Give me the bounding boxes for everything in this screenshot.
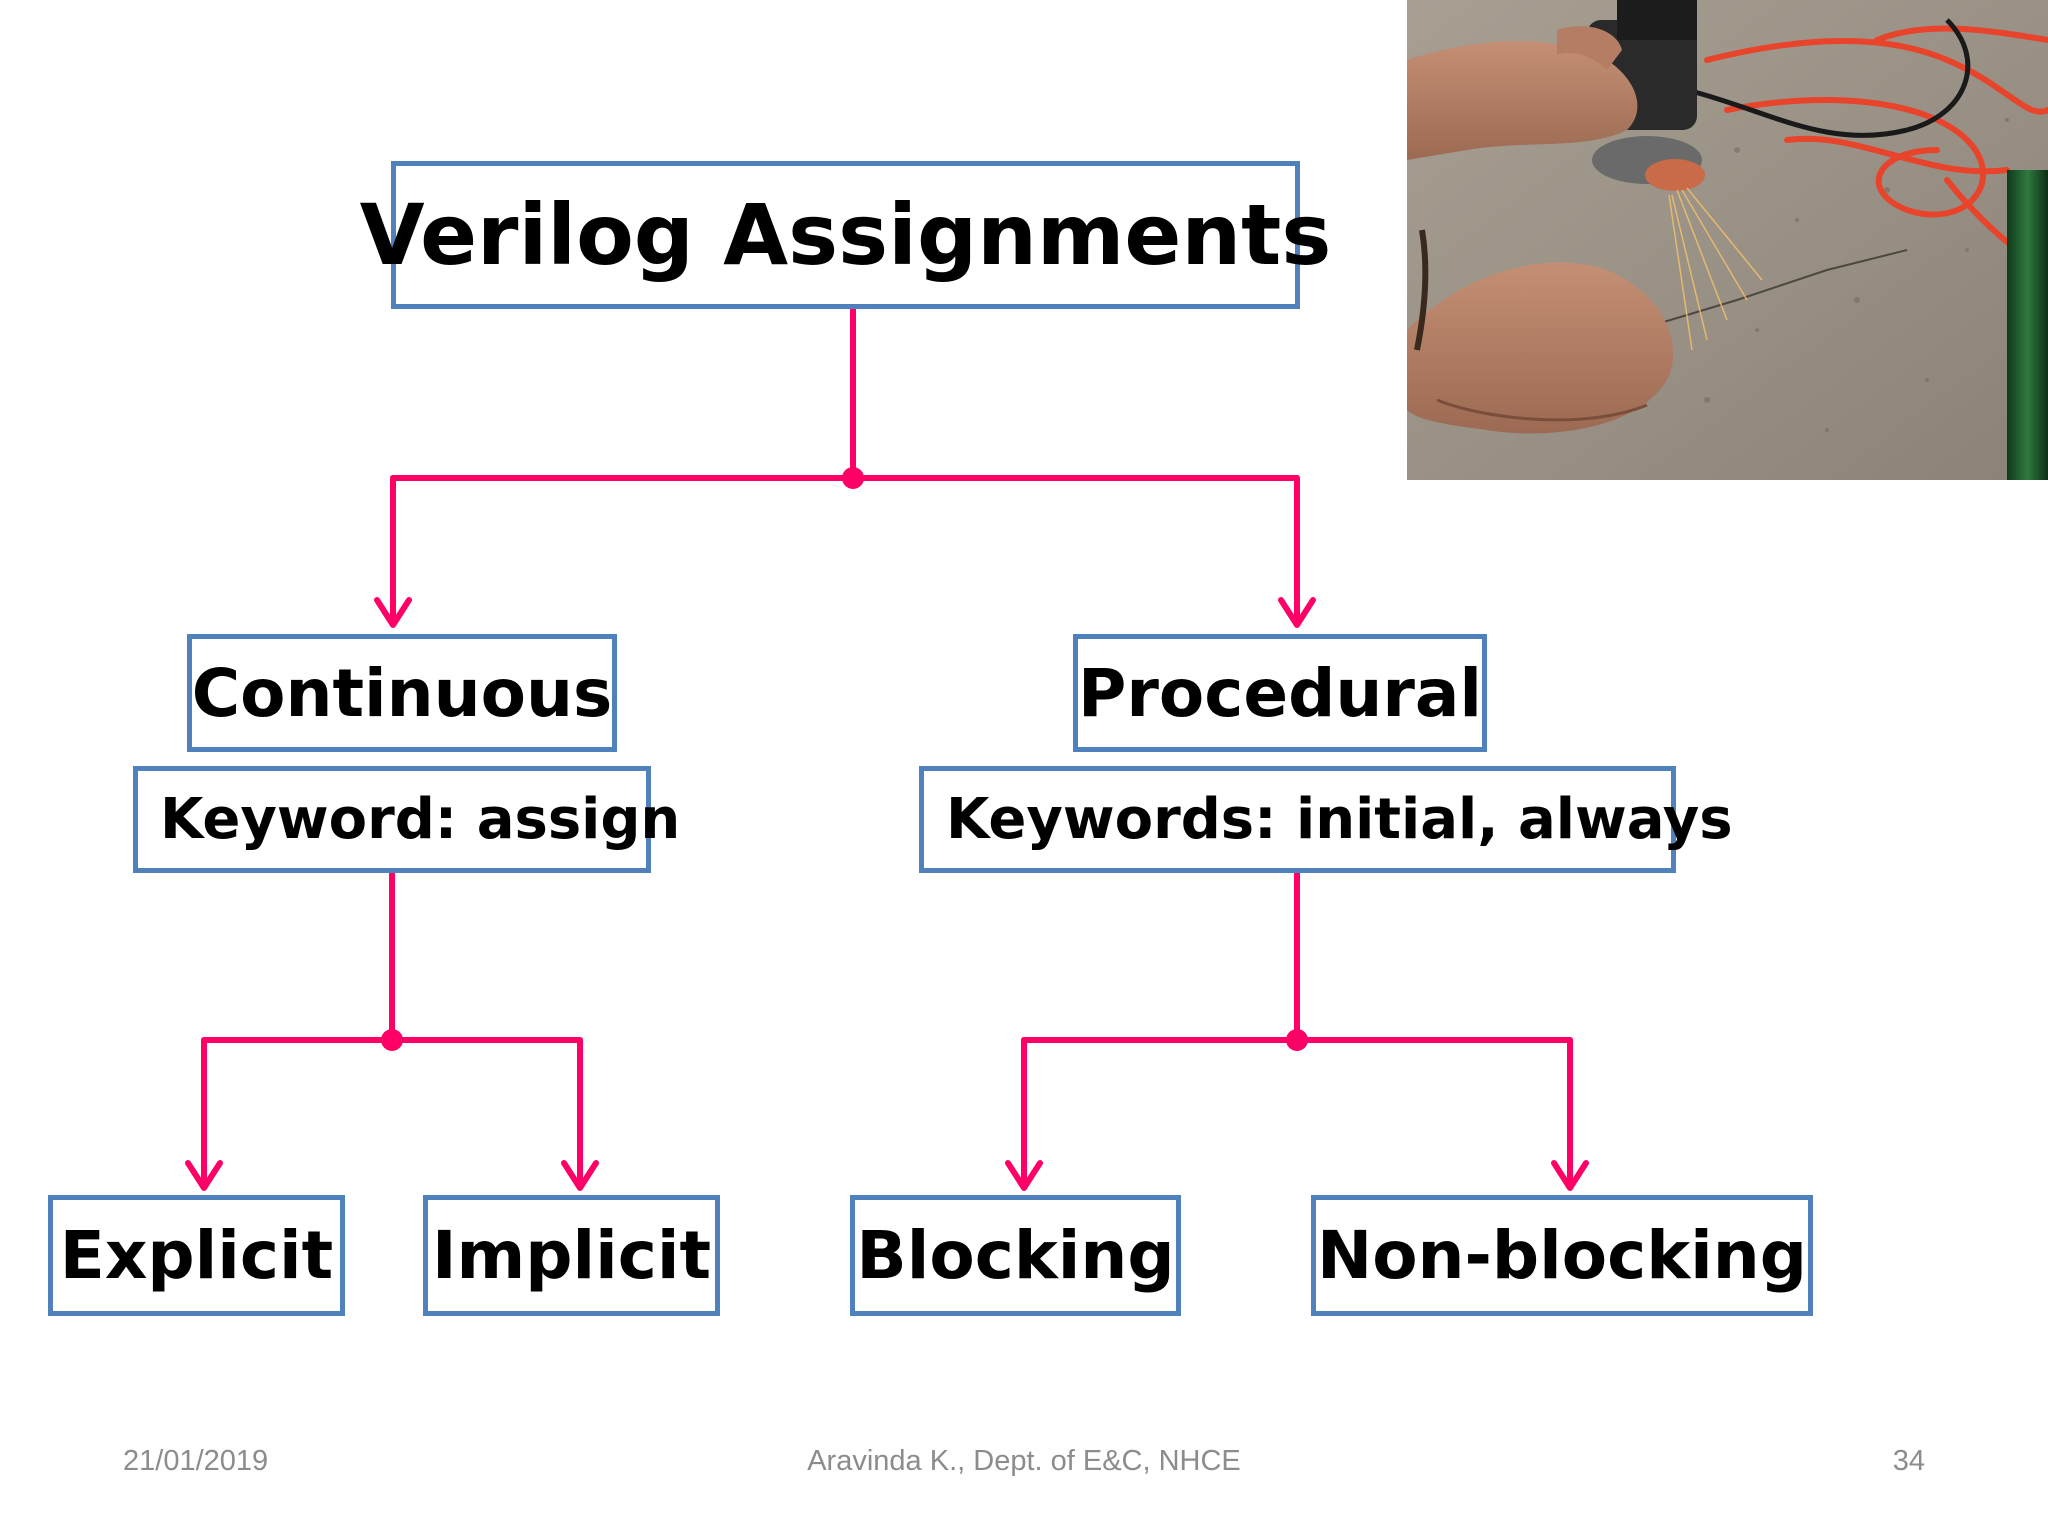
procedural-label: Procedural: [1077, 654, 1483, 732]
top-junction-dot: [842, 467, 864, 489]
keywords-procedural-label: Keywords: initial, always: [946, 787, 1733, 852]
root-node-verilog-assignments: Verilog Assignments: [360, 161, 1331, 309]
keyword-assign-label: Keyword: assign: [160, 787, 681, 852]
node-keywords-procedural: Keywords: initial, always: [919, 766, 1733, 873]
continuous-junction-dot: [381, 1029, 403, 1051]
implicit-arrowhead: [561, 1160, 599, 1191]
root-node-label: Verilog Assignments: [359, 186, 1332, 284]
node-blocking: Blocking: [850, 1195, 1181, 1316]
node-keyword-assign: Keyword: assign: [133, 766, 680, 873]
footer-page-number: 34: [1892, 1445, 1925, 1477]
node-continuous: Continuous: [187, 634, 617, 752]
explicit-label: Explicit: [59, 1217, 334, 1294]
non-blocking-label: Non-blocking: [1316, 1217, 1808, 1294]
node-explicit: Explicit: [48, 1195, 345, 1316]
blocking-label: Blocking: [856, 1217, 1175, 1294]
continuous-arrowhead: [374, 597, 412, 628]
explicit-arrowhead: [185, 1160, 223, 1191]
angle-grinder-photo: [1407, 0, 2048, 480]
node-procedural: Procedural: [1073, 634, 1487, 752]
node-non-blocking: Non-blocking: [1311, 1195, 1813, 1316]
blocking-arrowhead: [1005, 1160, 1043, 1191]
node-implicit: Implicit: [423, 1195, 720, 1316]
continuous-label: Continuous: [191, 654, 613, 732]
procedural-junction-dot: [1286, 1029, 1308, 1051]
photo-illustration: [1407, 0, 2048, 480]
footer-author: Aravinda K., Dept. of E&C, NHCE: [807, 1445, 1241, 1477]
footer-date: 21/01/2019: [123, 1445, 269, 1477]
procedural-arrowhead: [1278, 597, 1316, 628]
nonblocking-arrowhead: [1551, 1160, 1589, 1191]
implicit-label: Implicit: [431, 1217, 712, 1294]
